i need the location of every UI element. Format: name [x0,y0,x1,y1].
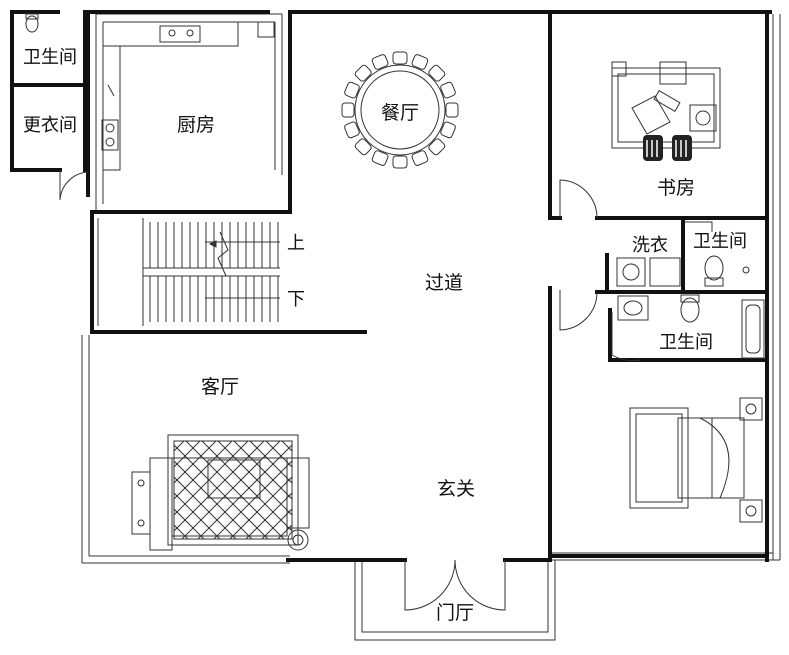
room-label-study: 书房 [657,177,695,199]
dining-chair [392,51,408,65]
room-label-laundry: 洗衣 [632,235,668,256]
dining-chair [371,150,389,166]
dining-chair [428,64,446,82]
room-label-kitchen: 厨房 [177,114,215,136]
dining-chair [445,102,459,118]
room-label-entrance-hall: 玄关 [437,478,475,500]
dining-chair [371,54,389,70]
dining-chair [428,138,446,156]
dining-chair [344,121,360,139]
dining-chair [341,102,355,118]
room-label-bathroom-middle: 卫生间 [693,231,747,252]
dining-chair [344,81,360,99]
dining-chair [440,81,456,99]
room-label-corridor: 过道 [425,272,463,294]
room-label-bathroom-lower: 卫生间 [659,332,713,353]
room-label-dressing-room: 更衣间 [23,115,77,136]
dining-chair [354,64,372,82]
dining-chair [411,150,429,166]
stair-down-label: 下 [287,289,305,310]
room-label-dining-room: 餐厅 [381,102,419,124]
room-label-front-porch: 门厅 [436,602,474,624]
room-label-living-room: 客厅 [201,376,239,398]
dining-chair [411,54,429,70]
dining-chair [354,138,372,156]
room-label-bathroom-top-left: 卫生间 [23,47,77,68]
stair-up-label: 上 [287,233,305,254]
dining-chair [440,121,456,139]
dining-chair [392,155,408,169]
